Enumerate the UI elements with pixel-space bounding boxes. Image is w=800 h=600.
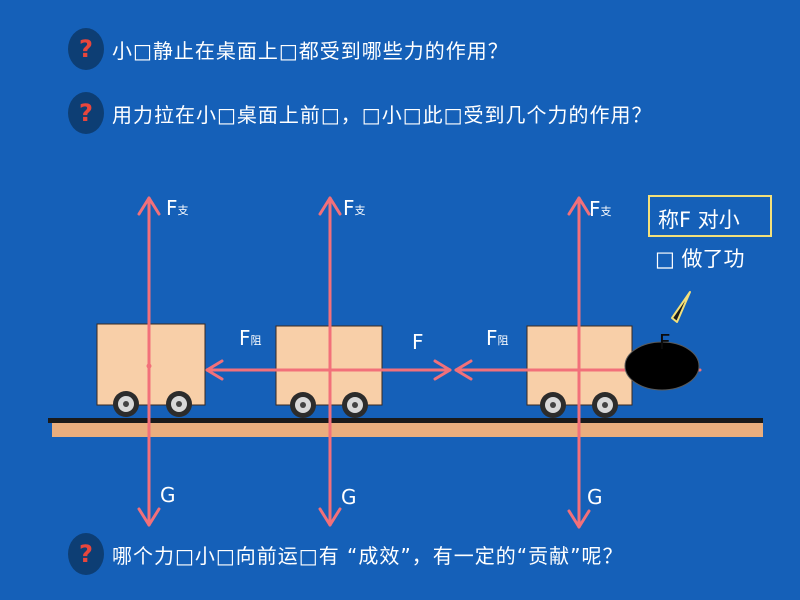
wheel-icon xyxy=(113,391,139,417)
question-3: ? 哪个力□小□向前运□有 “成效”，有一定的“贡献”呢？ xyxy=(68,533,624,575)
wheel-icon xyxy=(342,392,368,418)
arrowhead-icon xyxy=(318,196,342,216)
question-mark-icon: ? xyxy=(68,28,104,70)
note-line-2: □ 做了功 xyxy=(655,247,745,271)
arrowhead-icon xyxy=(567,509,591,529)
pull-label-2: F xyxy=(412,330,424,354)
question-mark-icon: ? xyxy=(68,533,104,575)
hand-force-label: F xyxy=(659,330,671,354)
note-box xyxy=(648,195,772,237)
gravity-label-3: G xyxy=(587,485,603,509)
arrowhead-icon xyxy=(567,196,591,216)
wheel-icon xyxy=(166,391,192,417)
question-mark-icon: ? xyxy=(68,92,104,134)
question-1: ? 小□静止在桌面上□都受到哪些力的作用？ xyxy=(68,28,509,70)
support-force-label-3: F支 xyxy=(589,197,612,221)
support-force-label-1: F支 xyxy=(166,196,189,220)
wheel-icon xyxy=(592,392,618,418)
ground-surface xyxy=(52,423,763,437)
wheel-icon xyxy=(290,392,316,418)
arrowhead-icon xyxy=(137,507,161,527)
arrowhead-icon xyxy=(454,359,473,381)
wheel-icon xyxy=(540,392,566,418)
question-3-text: 哪个力□小□向前运□有 “成效”，有一定的“贡献”呢？ xyxy=(112,543,624,568)
gravity-label-1: G xyxy=(160,483,176,507)
support-force-label-2: F支 xyxy=(343,196,366,220)
cart-1 xyxy=(96,323,206,417)
arrowhead-icon xyxy=(318,507,342,527)
gravity-label-2: G xyxy=(341,485,357,509)
resistance-label-2: F阻 xyxy=(239,326,262,350)
note-line-1: 称F 对小 xyxy=(658,208,740,232)
arrowhead-icon xyxy=(137,196,161,216)
resistance-label-3: F阻 xyxy=(486,326,509,350)
arrowhead-icon xyxy=(205,359,224,381)
question-1-text: 小□静止在桌面上□都受到哪些力的作用？ xyxy=(112,38,509,63)
arrowhead-icon xyxy=(433,359,452,381)
question-2: ? 用力拉在小□桌面上前□，□小□此□受到几个力的作用？ xyxy=(68,92,652,134)
callout-pointer-icon xyxy=(671,291,691,323)
ground-line xyxy=(48,418,763,423)
hand-icon xyxy=(624,341,700,391)
question-2-text: 用力拉在小□桌面上前□，□小□此□受到几个力的作用？ xyxy=(112,102,653,127)
